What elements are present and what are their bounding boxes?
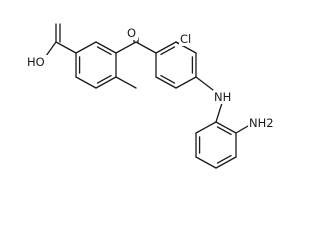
ring-a-bond [95,76,117,89]
carboxyl-oh-bond [45,41,57,57]
amine-nh-label: NH [214,90,231,104]
ring-c-bond [195,121,217,134]
bond-lines [45,23,249,169]
ring-c-bond [215,121,237,134]
ring-a-bond [75,76,97,89]
ring-b-bond-double [160,74,176,84]
ring-b-bond [175,76,197,89]
ring-b-bond-double [160,46,176,56]
atom-labels: HO O Cl NH NH2 [26,26,280,130]
ring-a-bond-double [96,74,112,84]
bridge-bond [115,41,137,54]
ring-a-bond-double [96,46,112,56]
carbonyl-oxygen-label: O [127,26,136,40]
amine-bond [195,76,214,91]
amine-bond [215,102,223,123]
ring-a-bond [95,41,117,54]
methyl-bond [115,76,137,89]
amine-nh2-label: NH2 [249,116,274,130]
amine-nh2-bond [235,125,249,134]
ring-b-bond [155,76,177,89]
ring-c-bond [215,156,237,169]
chemical-structure-diagram: HO O Cl NH NH2 [26,23,280,169]
bridge-bond [135,41,157,54]
ring-c-bond-double [216,154,232,164]
ring-a-bond [75,41,97,54]
carboxyl-oh-label: HO [27,55,45,69]
ring-b-bond [155,41,177,54]
ring-c-bond-double [216,126,232,136]
chlorine-label: Cl [180,32,191,46]
ring-c-bond [195,156,217,169]
carboxyl-bond [55,41,77,54]
